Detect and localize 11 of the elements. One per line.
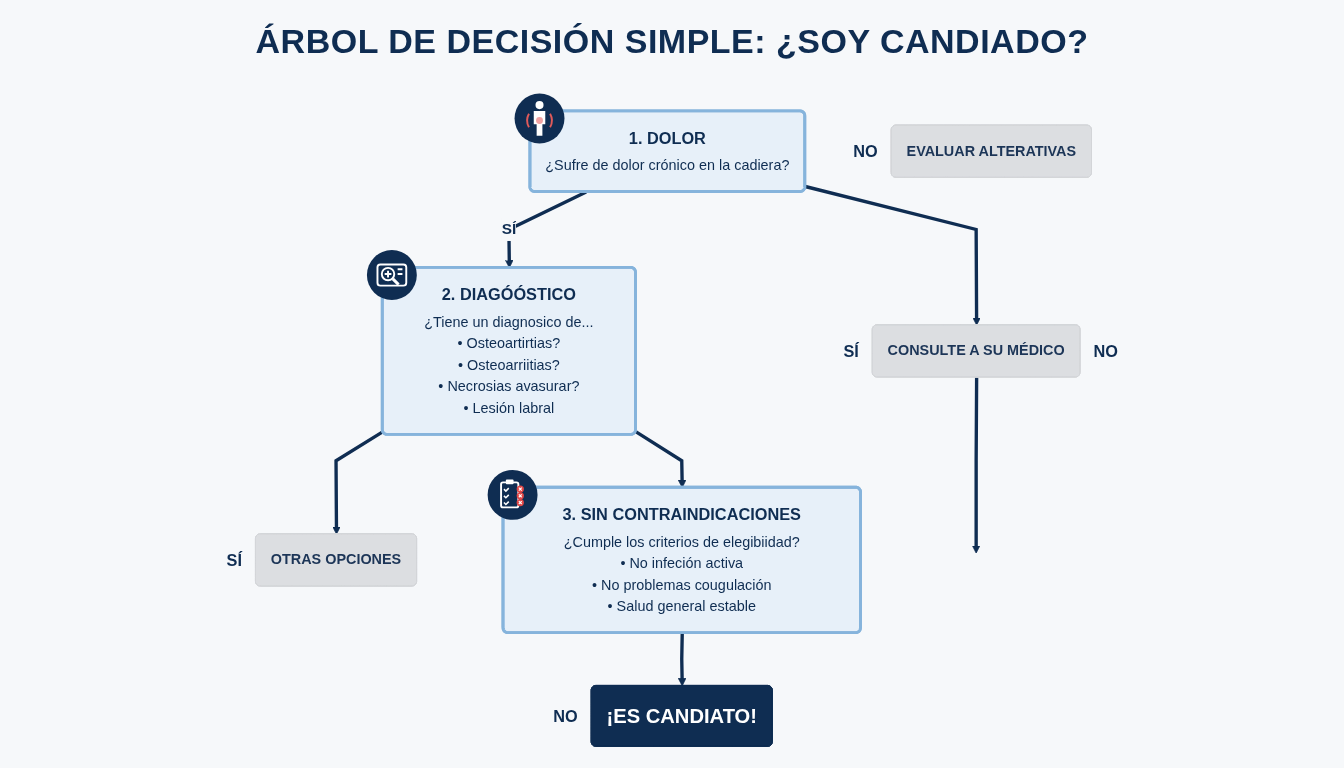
arrow [971, 377, 981, 554]
branch-label: NO [853, 142, 878, 161]
arrow [677, 633, 687, 687]
branch-label: NO [553, 706, 578, 725]
arrow [331, 430, 384, 535]
title: ÁRBOL DE DECISIÓN SIMPLE: ¿SOY CANDIADO? [255, 22, 1089, 61]
arrow [804, 184, 981, 326]
branch-label: NO [1093, 341, 1118, 360]
branch-label: SÍ [843, 341, 859, 360]
edge-label: SÍ [501, 220, 516, 238]
branch-label: SÍ [226, 550, 242, 569]
